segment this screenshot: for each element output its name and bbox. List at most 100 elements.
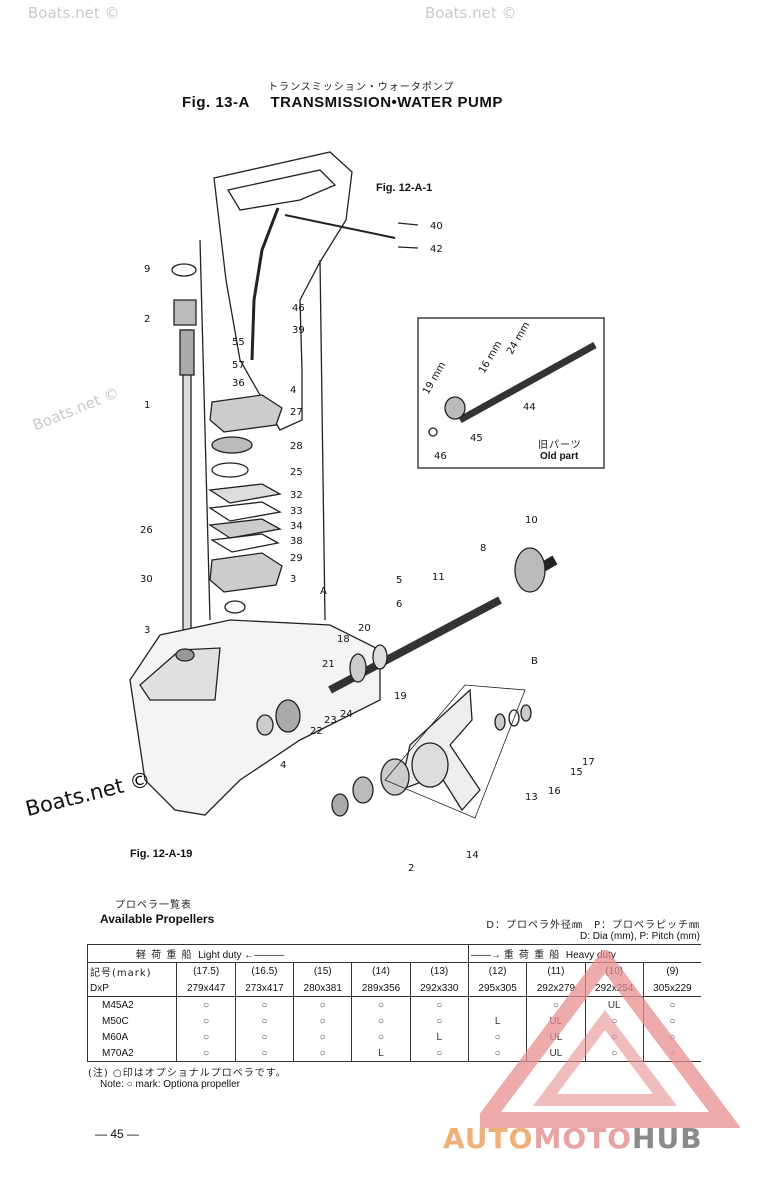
mark-6: (11) (526, 962, 586, 980)
callout-36: 36 (232, 378, 245, 389)
callout-39: 39 (292, 325, 305, 336)
table-cell: ○ (467, 1045, 527, 1062)
callout-16mm: 16 mm (477, 339, 504, 375)
callout-4b: 4 (280, 760, 286, 771)
table-cell: L (409, 1029, 469, 1045)
o-ring-9 (171, 263, 197, 277)
table-cell: ○ (351, 996, 411, 1013)
table-cell: ○ (409, 1013, 469, 1029)
collar-20 (372, 644, 388, 670)
callout-2b: 2 (408, 863, 414, 874)
propellers-title: Available Propellers (100, 912, 215, 926)
callout-5: 5 (396, 575, 402, 586)
callout-1: 1 (144, 400, 150, 411)
callout-24mm: 24 mm (505, 320, 532, 356)
legend-en: D: Dia (mm), P: Pitch (mm) (580, 931, 700, 942)
page-number: — 45 — (95, 1127, 140, 1141)
callout-32: 32 (290, 490, 303, 501)
mark-4: (13) (409, 962, 469, 980)
propellers-legend: D：プロペラ外径㎜ P：プロペラピッチ㎜ D: Dia (mm), P: Pit… (440, 916, 700, 942)
pump-base-29 (209, 552, 283, 593)
callout-a: A (320, 586, 327, 597)
callout-6: 6 (396, 599, 402, 610)
ref-fig-12-a-19: Fig. 12-A-19 (130, 848, 193, 860)
old-part-box (417, 317, 605, 469)
table-cell (467, 996, 527, 1013)
callout-23: 23 (324, 715, 337, 726)
table-cell: ○ (467, 1029, 527, 1045)
callout-10: 10 (525, 515, 538, 526)
page-title: Fig. 13-A TRANSMISSION•WATER PUMP (182, 94, 519, 111)
callout-24: 24 (340, 709, 353, 720)
table-cell: ○ (409, 1045, 469, 1062)
callout-3a: 3 (144, 625, 150, 636)
callout-19: 19 (394, 691, 407, 702)
note: Note: ○ mark: Optiona propeller (100, 1079, 240, 1090)
table-cell: ○ (234, 1013, 294, 1029)
callout-46: 46 (292, 303, 305, 314)
mark-8: (9) (642, 962, 701, 980)
table-cell: ○ (293, 1045, 352, 1062)
col-dxp-label: DxP (86, 980, 177, 997)
group-light: 軽 荷 重 船 Light duty ←——— (87, 944, 469, 963)
col-mark-label: 記号(mark) (86, 962, 177, 980)
table-cell: ○ (409, 996, 469, 1013)
callout-11: 11 (432, 572, 445, 583)
plate-32 (208, 483, 282, 504)
callout-27: 27 (290, 407, 303, 418)
callout-4a: 4 (290, 385, 296, 396)
table-cell: ○ (234, 1045, 294, 1062)
callout-57: 57 (232, 360, 245, 371)
key-25 (211, 462, 249, 478)
callout-45: 45 (470, 433, 483, 444)
table-cell: L (467, 1013, 527, 1029)
pump-housing-27 (209, 394, 283, 433)
size-1: 273x417 (234, 980, 294, 997)
table-cell: ○ (351, 1013, 411, 1029)
gear-10 (514, 547, 546, 593)
model-cell: M70A2 (86, 1045, 177, 1062)
callout-30: 30 (140, 574, 153, 585)
callout-46b: 46 (434, 451, 447, 462)
callout-19mm: 19 mm (421, 360, 448, 396)
fig-label: Fig. 13-A (182, 94, 250, 111)
table-cell: ○ (176, 996, 236, 1013)
mark-5: (12) (467, 962, 527, 980)
ref-fig-12-a-1: Fig. 12-A-1 (376, 182, 433, 194)
callout-14: 14 (466, 850, 479, 861)
callout-25: 25 (290, 467, 303, 478)
size-8: 305x229 (642, 980, 701, 997)
propellers-jp-title: プロペラ一覧表 (115, 900, 192, 911)
size-4: 292x330 (409, 980, 469, 997)
table-cell: ○ (176, 1013, 236, 1029)
callout-9: 9 (144, 264, 150, 275)
bushing-2 (173, 299, 197, 326)
callout-15: 15 (570, 767, 583, 778)
table-cell: ○ (234, 996, 294, 1013)
old-part-label: Old part (540, 451, 579, 462)
size-5: 295x305 (467, 980, 527, 997)
callout-17: 17 (582, 757, 595, 768)
o-ring-3 (224, 600, 246, 614)
legend-jp: D：プロペラ外径㎜ P：プロペラピッチ㎜ (486, 920, 700, 931)
brand-text: AUTOMOTOHUB (443, 1122, 703, 1155)
table-cell: ○ (293, 996, 352, 1013)
mark-0: (17.5) (176, 962, 236, 980)
callout-2: 2 (144, 314, 150, 325)
callout-28: 28 (290, 441, 303, 452)
callout-8: 8 (480, 543, 486, 554)
exploded-diagram: 9 2 1 26 30 3 55 57 36 4 46 39 40 42 27 … (129, 151, 605, 874)
model-cell: M50C (86, 1013, 177, 1029)
jp-title: トランスミッション・ウォータポンプ (268, 82, 455, 93)
size-3: 289x356 (351, 980, 411, 997)
brand-logo (480, 950, 740, 1128)
gear-pinion (275, 699, 301, 733)
size-6: 292x279 (526, 980, 586, 997)
note-jp: (注) ○印はオプショナルプロペラです。 (88, 1068, 287, 1079)
old-part-jp: 旧パーツ (538, 440, 582, 451)
water-tube (250, 207, 280, 361)
size-2: 280x381 (293, 980, 352, 997)
table-cell: ○ (293, 1013, 352, 1029)
callout-33: 33 (290, 506, 303, 517)
model-cell: M45A2 (86, 996, 177, 1013)
